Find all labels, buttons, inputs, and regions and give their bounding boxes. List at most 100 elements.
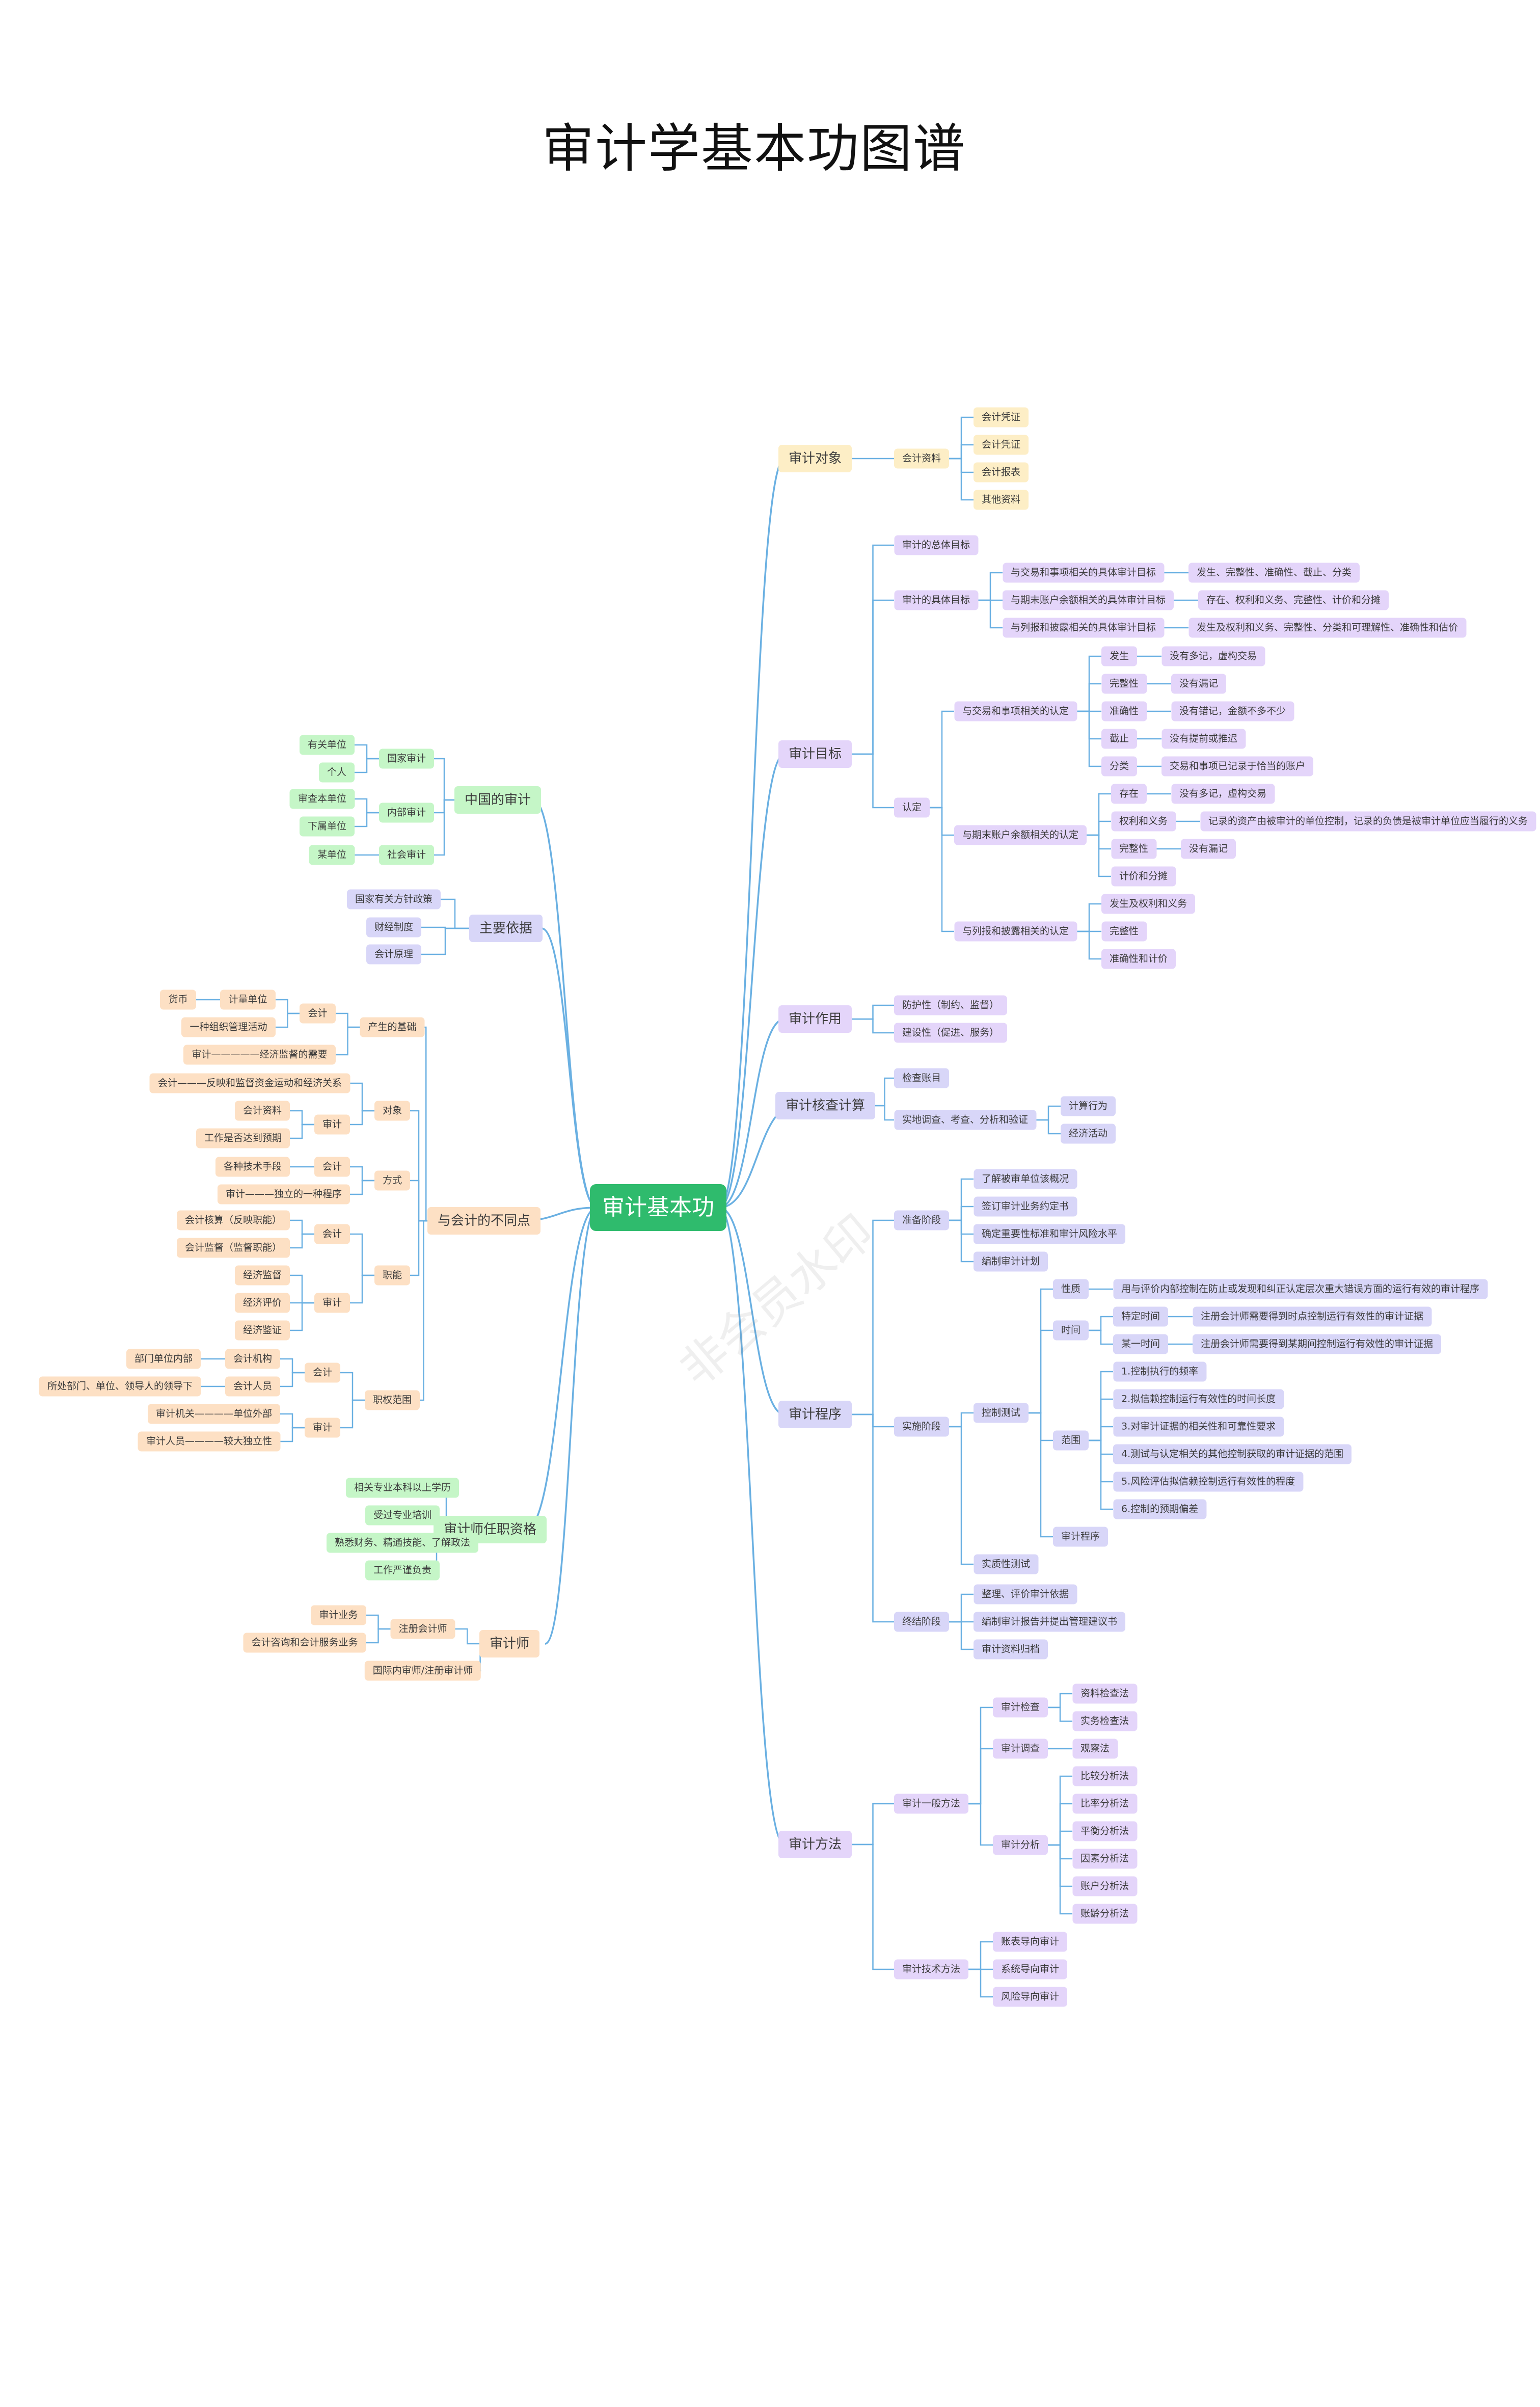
mindmap-node[interactable]: 会计人员 [225,1376,280,1397]
mindmap-node[interactable]: 注册会计师需要得到时点控制运行有效性的审计证据 [1192,1306,1432,1327]
mindmap-node[interactable]: 没有多记，虚构交易 [1161,646,1265,666]
mindmap-node[interactable]: 与期末账户余额相关的认定 [954,825,1087,845]
mindmap-node[interactable]: 会计———反映和监督资金运动和经济关系 [149,1073,350,1093]
mindmap-node[interactable]: 工作严谨负责 [365,1560,440,1581]
mindmap-node[interactable]: 记录的资产由被审计的单位控制，记录的负债是被审计单位应当履行的义务 [1200,811,1536,832]
mindmap-node[interactable]: 确定重要性标准和审计风险水平 [973,1224,1126,1244]
mindmap-node[interactable]: 账龄分析法 [1072,1904,1138,1924]
mindmap-node[interactable]: 时间 [1052,1320,1089,1341]
mindmap-node[interactable]: 审计———独立的一种程序 [217,1184,350,1205]
mindmap-node[interactable]: 完整性 [1111,839,1157,859]
mindmap-node[interactable]: 范围 [1052,1430,1089,1451]
mindmap-node[interactable]: 终结阶段 [894,1612,950,1632]
mindmap-node[interactable]: 注册会计师 [390,1619,455,1639]
mindmap-node[interactable]: 审计 [314,1293,350,1313]
main-branch[interactable]: 审计师 [479,1630,540,1657]
mindmap-node[interactable]: 某单位 [309,845,355,865]
mindmap-node[interactable]: 没有漏记 [1180,839,1236,859]
mindmap-node[interactable]: 审计检查 [992,1697,1048,1718]
mindmap-node[interactable]: 所处部门、单位、领导人的领导下 [39,1376,201,1397]
mindmap-node[interactable]: 内部审计 [379,803,435,823]
mindmap-node[interactable]: 实务检查法 [1072,1711,1138,1731]
mindmap-node[interactable]: 因素分析法 [1072,1849,1138,1869]
mindmap-node[interactable]: 一种组织管理活动 [181,1017,276,1037]
mindmap-node[interactable]: 编制审计计划 [973,1251,1048,1272]
mindmap-node[interactable]: 账户分析法 [1072,1876,1138,1896]
mindmap-node[interactable]: 性质 [1052,1279,1089,1299]
mindmap-node[interactable]: 会计资料 [894,448,950,469]
mindmap-node[interactable]: 完整性 [1101,674,1147,694]
mindmap-node[interactable]: 会计 [304,1362,340,1383]
mindmap-node[interactable]: 会计 [314,1157,350,1177]
mindmap-node[interactable]: 平衡分析法 [1072,1821,1138,1841]
mindmap-node[interactable]: 交易和事项已记录于恰当的账户 [1161,756,1314,777]
mindmap-node[interactable]: 审计技术方法 [894,1959,969,1980]
mindmap-node[interactable]: 审计调查 [992,1739,1048,1759]
mindmap-node[interactable]: 各种技术手段 [215,1157,290,1177]
mindmap-node[interactable]: 认定 [894,797,930,818]
mindmap-node[interactable]: 国家审计 [379,748,435,769]
mindmap-node[interactable]: 会计咨询和会计服务业务 [243,1633,366,1653]
mindmap-node[interactable]: 与期末账户余额相关的具体审计目标 [1002,590,1174,610]
mindmap-node[interactable]: 没有提前或推迟 [1161,729,1246,749]
main-branch[interactable]: 审计方法 [778,1831,852,1858]
mindmap-node[interactable]: 实质性测试 [973,1554,1039,1574]
mindmap-node[interactable]: 社会审计 [379,845,435,865]
mindmap-node[interactable]: 下属单位 [299,816,355,837]
mindmap-node[interactable]: 职能 [374,1265,411,1286]
mindmap-node[interactable]: 审计程序 [1052,1527,1109,1547]
mindmap-node[interactable]: 存在、权利和义务、完整性、计价和分摊 [1198,590,1389,610]
mindmap-node[interactable]: 审计 [304,1418,340,1438]
mindmap-node[interactable]: 与列报和披露相关的具体审计目标 [1002,618,1165,638]
mindmap-node[interactable]: 方式 [374,1170,411,1191]
mindmap-node[interactable]: 准备阶段 [894,1210,950,1231]
mindmap-node[interactable]: 审计 [314,1114,350,1135]
mindmap-node[interactable]: 发生、完整性、准确性、截止、分类 [1188,563,1360,583]
main-branch[interactable]: 审计目标 [778,740,852,768]
mindmap-node[interactable]: 计算行为 [1060,1096,1116,1116]
mindmap-node[interactable]: 财经制度 [366,917,422,938]
mindmap-node[interactable]: 5.风险评估拟信赖控制运行有效性的程度 [1113,1472,1304,1492]
mindmap-node[interactable]: 会计监督（监督职能） [176,1238,290,1258]
mindmap-node[interactable]: 经济活动 [1060,1124,1116,1144]
mindmap-node[interactable]: 计量单位 [220,989,276,1010]
mindmap-node[interactable]: 4.测试与认定相关的其他控制获取的审计证据的范围 [1113,1444,1352,1464]
mindmap-node[interactable]: 没有错记，金额不多不少 [1171,701,1294,721]
mindmap-node[interactable]: 国家有关方针政策 [346,889,441,910]
mindmap-node[interactable]: 注册会计师需要得到某期间控制运行有效性的审计证据 [1192,1334,1442,1354]
mindmap-node[interactable]: 资料检查法 [1072,1683,1138,1704]
mindmap-node[interactable]: 产生的基础 [360,1017,425,1037]
mindmap-node[interactable]: 审计资料归档 [973,1639,1048,1660]
mindmap-node[interactable]: 控制测试 [973,1403,1029,1423]
mindmap-node[interactable]: 检查账目 [894,1068,950,1088]
mindmap-node[interactable]: 系统导向审计 [992,1959,1068,1980]
mindmap-node[interactable]: 审计的具体目标 [894,590,979,610]
mindmap-node[interactable]: 发生及权利和义务、完整性、分类和可理解性、准确性和估价 [1188,618,1467,638]
mindmap-node[interactable]: 经济鉴证 [234,1320,290,1341]
main-branch[interactable]: 审计作用 [778,1005,852,1033]
mindmap-node[interactable]: 部门单位内部 [126,1349,201,1369]
mindmap-node[interactable]: 审计—————经济监督的需要 [183,1045,336,1065]
mindmap-node[interactable]: 签订审计业务约定书 [973,1196,1077,1217]
mindmap-node[interactable]: 2.拟信赖控制运行有效性的时间长度 [1113,1389,1284,1409]
main-branch[interactable]: 审计对象 [778,445,852,472]
mindmap-node[interactable]: 账表导向审计 [992,1932,1068,1952]
mindmap-node[interactable]: 经济评价 [234,1293,290,1313]
mindmap-node[interactable]: 会计机构 [225,1349,280,1369]
mindmap-node[interactable]: 准确性和计价 [1101,949,1176,969]
mindmap-node[interactable]: 会计资料 [234,1101,290,1121]
mindmap-node[interactable]: 了解被审单位该概况 [973,1169,1077,1189]
main-branch[interactable]: 审计程序 [778,1401,852,1428]
mindmap-node[interactable]: 准确性 [1101,701,1147,721]
mindmap-node[interactable]: 用与评价内部控制在防止或发现和纠正认定层次重大错误方面的运行有效的审计程序 [1113,1279,1488,1299]
mindmap-node[interactable]: 相关专业本科以上学历 [345,1478,460,1498]
mindmap-node[interactable]: 存在 [1111,784,1147,804]
mindmap-node[interactable]: 整理、评价审计依据 [973,1584,1077,1604]
mindmap-node[interactable]: 工作是否达到预期 [196,1128,290,1148]
mindmap-node[interactable]: 国际内审师/注册审计师 [364,1661,481,1681]
mindmap-node[interactable]: 某一时间 [1113,1334,1169,1354]
mindmap-node[interactable]: 没有漏记 [1171,674,1227,694]
mindmap-node[interactable]: 权利和义务 [1111,811,1176,832]
mindmap-node[interactable]: 分类 [1101,756,1138,777]
mindmap-node[interactable]: 其他资料 [973,490,1029,510]
